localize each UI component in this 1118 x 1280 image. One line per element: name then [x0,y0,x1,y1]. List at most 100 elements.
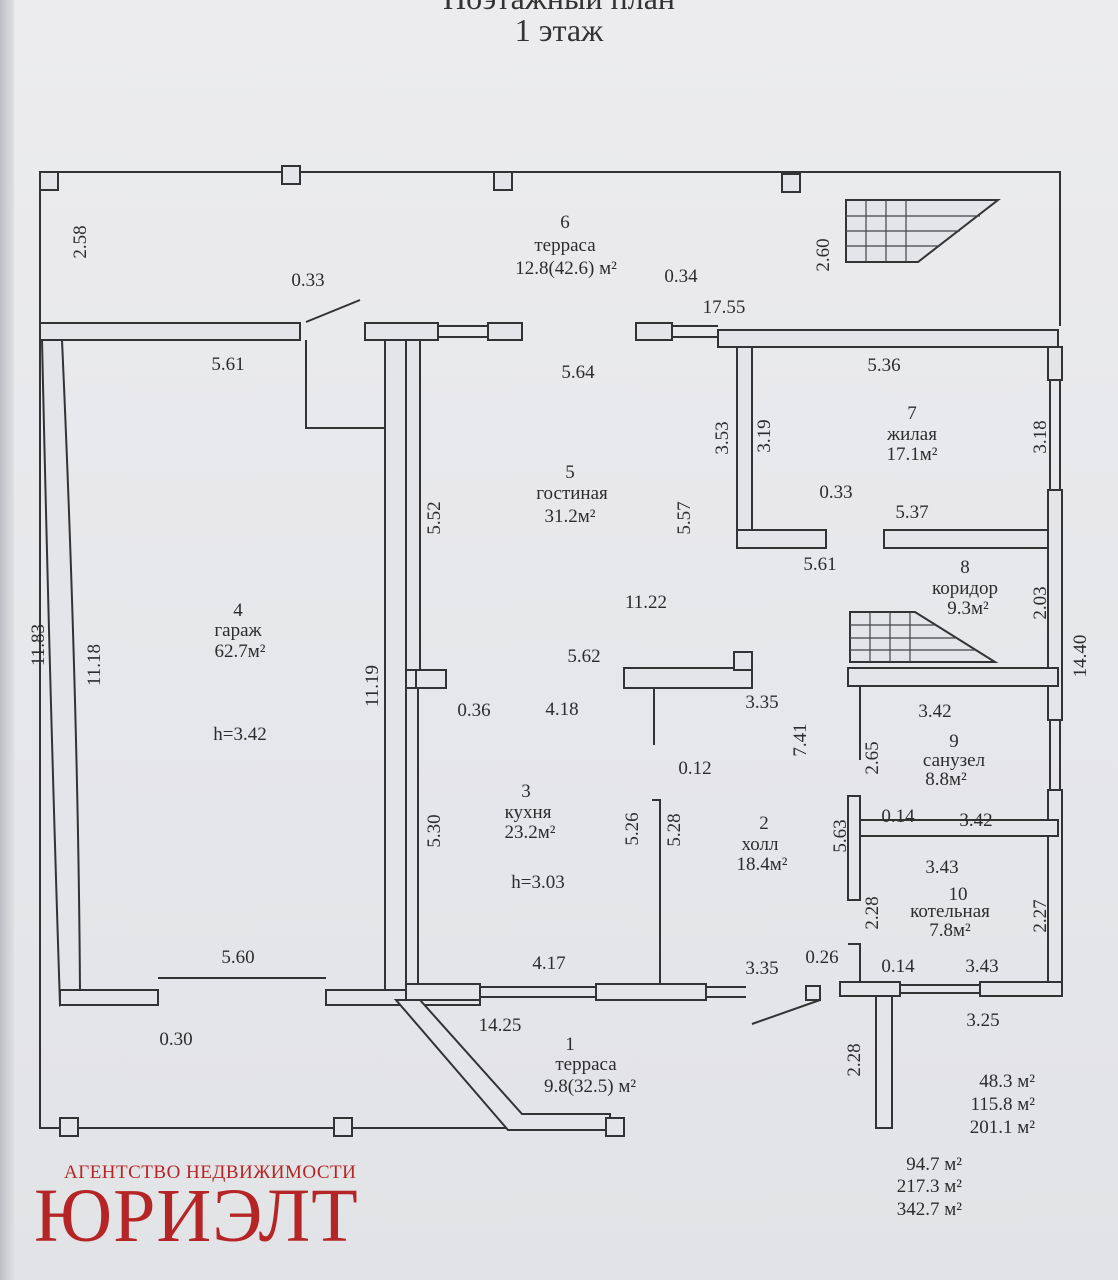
dim-label: 2.65 [862,741,883,774]
boiler-bottom-wall-r [979,981,1063,997]
dim-label: 5.37 [895,502,928,523]
dim-label: 2.58 [70,225,91,258]
agency-logo-text: ЮРИЭЛТ [34,1174,359,1258]
outer-terrace-outline [40,171,1061,326]
bedroom-num: 7 [907,403,917,424]
dim-label: 0.33 [819,482,852,503]
stair-treads [846,200,980,662]
dim-label: 4.17 [532,953,565,974]
column [493,171,513,191]
dim-label: 3.35 [745,692,778,713]
dim-label: 0.36 [457,700,490,721]
terrace-ramp [393,999,611,1131]
dim-label: 11.18 [84,644,105,686]
garage-height: h=3.42 [213,724,266,745]
dim-label: 5.57 [674,501,695,534]
right-wall-upper [1047,346,1063,381]
column [281,165,301,185]
boiler-left-wall [847,795,861,901]
boiler-left-lower [848,943,861,982]
dim-label: 11.22 [625,592,667,613]
corridor-area: 9.3м² [947,598,989,619]
bottom-window-1 [480,986,596,998]
dim-label: 11.19 [362,665,383,707]
island-end [733,651,753,671]
dim-label: 3.43 [965,956,998,977]
right-window-lower [1049,720,1061,790]
right-wall-mid [1047,489,1063,721]
living-num: 5 [565,462,575,483]
living-name: гостиная [536,483,608,504]
right-window-upper [1049,380,1061,490]
column [781,173,801,193]
dim-label: 2.03 [1030,586,1051,619]
living-left-stub [405,339,421,671]
floor-title: 1 этаж [514,12,604,48]
page-edge [0,0,14,1280]
garage-left-wall [40,339,82,1007]
dim-label: 5.52 [424,501,445,534]
terrace-right-wall [875,995,893,1129]
total-label: 94.7 м² [906,1154,962,1175]
dim-label: 17.55 [703,297,746,318]
total-label: 48.3 м² [979,1071,1035,1092]
bedroom-bottom-right [883,529,1059,549]
kitchen-height: h=3.03 [511,872,564,893]
bottom-pier [805,985,821,1001]
dim-label: 2.28 [862,896,883,929]
outer-left-line [39,172,600,1129]
bedroom-left-wall [736,346,753,531]
column [59,1117,79,1137]
bottom-wall-mid [595,983,707,1001]
island-counter [623,667,753,689]
total-label: 217.3 м² [897,1176,963,1197]
garage-area: 62.7м² [215,641,266,662]
top-wall-left [39,322,301,341]
column [39,171,59,191]
terrace-bottom-name: терраса [555,1054,617,1075]
dim-label: 0.26 [805,947,838,968]
kitchen-partition [652,799,661,984]
garage-name: гараж [214,620,262,641]
total-label: 115.8 м² [970,1094,1035,1115]
dim-label: 3.19 [754,419,775,452]
hall-num: 2 [759,813,769,834]
top-wall-mid [364,322,439,341]
dim-label: 3.43 [925,857,958,878]
dim-label: 14.40 [1070,635,1091,678]
dim-label: 3.53 [712,421,733,454]
boiler-window [900,984,980,994]
total-label: 201.1 м² [970,1117,1036,1138]
dim-label: 3.18 [1030,420,1051,453]
boiler-bottom-wall [839,981,901,997]
boiler-area: 7.8м² [929,920,971,941]
dim-label: 5.61 [803,554,836,575]
dim-label: 2.27 [1030,899,1051,932]
dim-label: 14.25 [479,1015,522,1036]
garage-partition [384,339,407,991]
corridor-num: 8 [960,557,970,578]
dim-label: 2.60 [813,238,834,271]
terrace-top-name: терраса [534,235,596,256]
garage-bottom-wall [59,989,159,1006]
dim-label: 3.35 [745,958,778,979]
dim-label: 4.18 [545,699,578,720]
dim-label: 5.62 [567,646,600,667]
bathroom-name: санузел [923,750,986,771]
total-label: 342.7 м² [897,1199,963,1220]
hall-area: 18.4м² [737,854,788,875]
bottom-window-2 [706,986,746,998]
bedroom-bottom-left [736,529,827,549]
dim-label: 5.61 [211,354,244,375]
kitchen-num: 3 [521,781,531,802]
dim-label: 7.41 [790,723,811,756]
top-window-2 [672,325,718,338]
dim-label: 5.63 [830,819,851,852]
bedroom-name: жилая [886,424,937,445]
dim-label: 0.14 [881,956,915,977]
dim-label: 2.28 [844,1043,865,1076]
top-wall-right [717,329,1059,348]
living-area: 31.2м² [545,506,596,527]
bath-left-wall [850,685,861,760]
